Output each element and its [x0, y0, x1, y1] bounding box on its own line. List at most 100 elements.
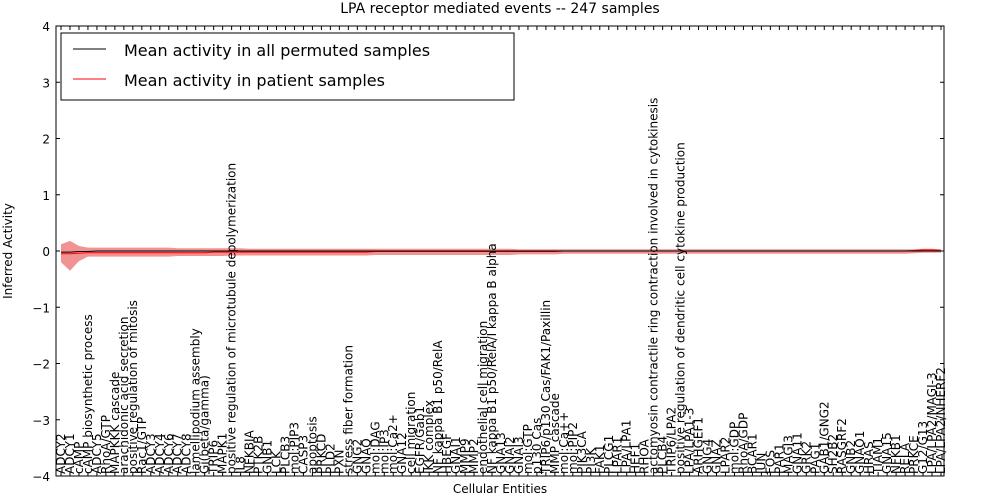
x-category-label: RhoA/GDP [736, 413, 750, 474]
x-category-label: ADCY2 [54, 433, 68, 474]
x-category-label: mol:GTP [521, 424, 535, 474]
x-category-label: NFKBIA [243, 429, 257, 474]
plot-area [61, 240, 942, 271]
x-category-label: IL8 [234, 456, 248, 474]
x-category-label: LCK [270, 450, 284, 474]
x-category-label: PRKCE [907, 435, 921, 474]
x-category-label: GNB2 [844, 440, 858, 474]
x-category-label: RHOA [638, 438, 652, 474]
x-category-label: GNG4 [701, 439, 715, 474]
y-tick-label: 2 [42, 133, 50, 147]
x-category-label: MMP2 [467, 438, 481, 474]
x-category-label: RASGRF2 [835, 418, 849, 474]
x-category-label: mol:GDP [727, 422, 741, 474]
legend-box [60, 32, 515, 101]
chart-title: LPA receptor mediated events -- 247 samp… [340, 1, 659, 17]
x-category-label: GNAQ [359, 438, 373, 474]
x-category-label: RhoA/GTP [99, 415, 113, 474]
x-category-label: LPA/LPA1 [620, 420, 634, 474]
x-category-label: Rac1/GTP [135, 417, 149, 474]
x-category-label: JUN [754, 453, 768, 475]
x-category-label: HBEGF [440, 433, 454, 474]
x-category-label: lamellipodium assembly [189, 328, 203, 474]
x-category-label: GNA12 [395, 432, 409, 474]
x-category-label: GNA13 [494, 432, 508, 474]
x-category-label: EGFR/Gab1 [413, 406, 427, 474]
x-category-label: endothelial cell migration [476, 321, 490, 474]
x-category-label: GRK2 [799, 441, 813, 474]
x-category-label: GNAI1 [449, 436, 463, 474]
x-category-label: ADCY7 [171, 433, 185, 474]
x-category-label: PAR1 [772, 443, 786, 474]
x-category-label: IKK complex [422, 400, 436, 474]
y-tick-label: −2 [32, 358, 50, 372]
y-tick-label: 4 [42, 20, 50, 34]
x-category-label: FOS [763, 450, 777, 474]
x-category-label: TIAM1 [871, 437, 885, 475]
x-category-label: PRKCD [314, 434, 328, 474]
x-category-label: MAGI3 [781, 435, 795, 474]
x-category-label: PAG1 [808, 443, 822, 474]
x-category-label: FAK1 [593, 444, 607, 474]
x-category-label: cAMP biosynthetic process [81, 314, 95, 474]
x-category-label: mol:IP3 [377, 429, 391, 474]
x-category-label: NF kappa B1 p50/RelA/I kappa B alpha [485, 243, 499, 474]
x-category-label: G12/G13 [916, 421, 930, 474]
y-tick-label: −3 [32, 414, 50, 428]
x-category-label: PIK3CA [575, 430, 589, 474]
x-category-label: GNAI2 [503, 436, 517, 474]
x-category-label: CASP3 [296, 435, 310, 474]
x-category-label: cAMP [72, 442, 86, 474]
x-category-label: GNG2 [350, 439, 364, 474]
x-category-label: GNAI3 [512, 436, 526, 474]
legend-label-patient: Mean activity in patient samples [124, 71, 385, 90]
x-category-label: MAPKKK cascade [108, 372, 122, 474]
x-category-label: RELA [898, 442, 912, 474]
x-category-label: TRIP6 [207, 440, 221, 475]
x-category-label: p130 Cas [530, 418, 544, 474]
x-category-label: MAPK1 [216, 433, 230, 474]
legend-label-permuted: Mean activity in all permuted samples [124, 41, 430, 60]
x-category-label: ADCY6 [162, 433, 176, 474]
x-category-label: PLCB3 [278, 436, 292, 474]
y-tick-label: 1 [42, 189, 50, 203]
x-category-label: NF kappa B1 p50/RelA [431, 340, 445, 474]
y-tick-label: 3 [42, 76, 50, 90]
x-category-label: NFKB1 [889, 434, 903, 474]
x-category-label: PLD2 [323, 443, 337, 474]
x-category-label: LPA/LPA1-3 [683, 408, 697, 474]
x-axis-title: Cellular Entities [453, 482, 547, 496]
x-category-label: GNAZ [710, 439, 724, 474]
x-category-label: LPAR2 [718, 437, 732, 474]
x-category-label: ARHGEF1 [692, 417, 706, 474]
x-category-label: mol:Ca++ [557, 412, 571, 474]
x-category-label: mol:PIP2 [566, 422, 580, 474]
legend: Mean activity in all permuted samples Me… [60, 32, 515, 101]
x-category-label: MMP9 [458, 438, 472, 474]
x-category-label: arachidonic acid secretion [117, 317, 131, 474]
x-category-label: LPA/LPA2/NHERF2 [934, 367, 948, 474]
y-tick-label: −1 [32, 301, 50, 315]
x-category-label: cell migration [404, 392, 418, 474]
series-line-permuted [61, 250, 941, 253]
x-category-label: mol:DAG [368, 421, 382, 474]
y-tick-label: 0 [42, 245, 50, 259]
x-category-label: LPA/LPA2/MAGI-3 [925, 372, 939, 474]
x-category-label: HRAS [862, 441, 876, 474]
x-category-label: stress fiber formation [341, 345, 355, 474]
x-category-label: ADCY5 [90, 433, 104, 474]
x-category-label: mol:PIP3 [287, 422, 301, 474]
x-category-label: MMP cascade [548, 393, 562, 474]
x-category-label: ADCY3 [144, 433, 158, 474]
x-category-label: actomyosin contractile ring contraction … [647, 98, 661, 474]
x-category-label: apoptosis [305, 416, 319, 474]
x-category-label: positive regulation of microtubule depol… [225, 163, 239, 474]
x-category-label: positive regulation of mitosis [126, 300, 140, 474]
x-category-label: PI3K [584, 447, 598, 474]
x-category-label: mol:Ca2+ [386, 414, 400, 474]
x-category-label: ADCY8 [180, 433, 194, 474]
x-category-label: GAB1/GNG2 [817, 401, 831, 474]
